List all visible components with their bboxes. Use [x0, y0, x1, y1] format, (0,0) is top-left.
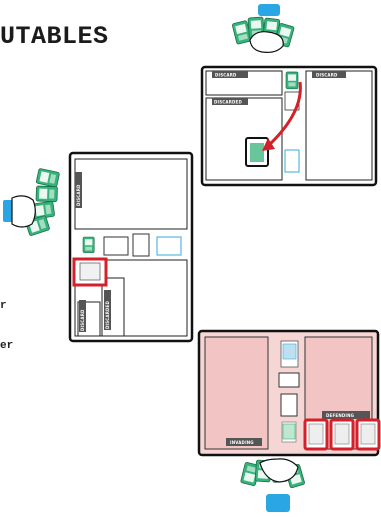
- mid-left-hand-icon: [3, 168, 60, 236]
- zone-label-discard-side: DISCARD: [76, 184, 81, 206]
- zone-label-discarded-bottom: DISCARDED: [105, 301, 110, 329]
- zone-label-discard-top: DISCARD: [215, 73, 237, 78]
- top-right-board: DISCARD DISCARDED DISCARD: [202, 67, 376, 185]
- zone-label-discard-bottom: DISCARD: [80, 309, 85, 331]
- mid-left-board: DISCARD DISCARD DISCARDED: [70, 153, 192, 341]
- bottom-hand-icon: [240, 459, 305, 512]
- zone-label-discarded: DISCARDED: [214, 100, 242, 105]
- bottom-right-board: INVADING DEFENDING: [199, 331, 379, 455]
- zone-label-discard-right: DISCARD: [316, 73, 338, 78]
- zone-label-defending: DEFENDING: [326, 413, 354, 418]
- top-right-hand-icon: [232, 4, 294, 52]
- zone-label-invading: INVADING: [230, 440, 254, 445]
